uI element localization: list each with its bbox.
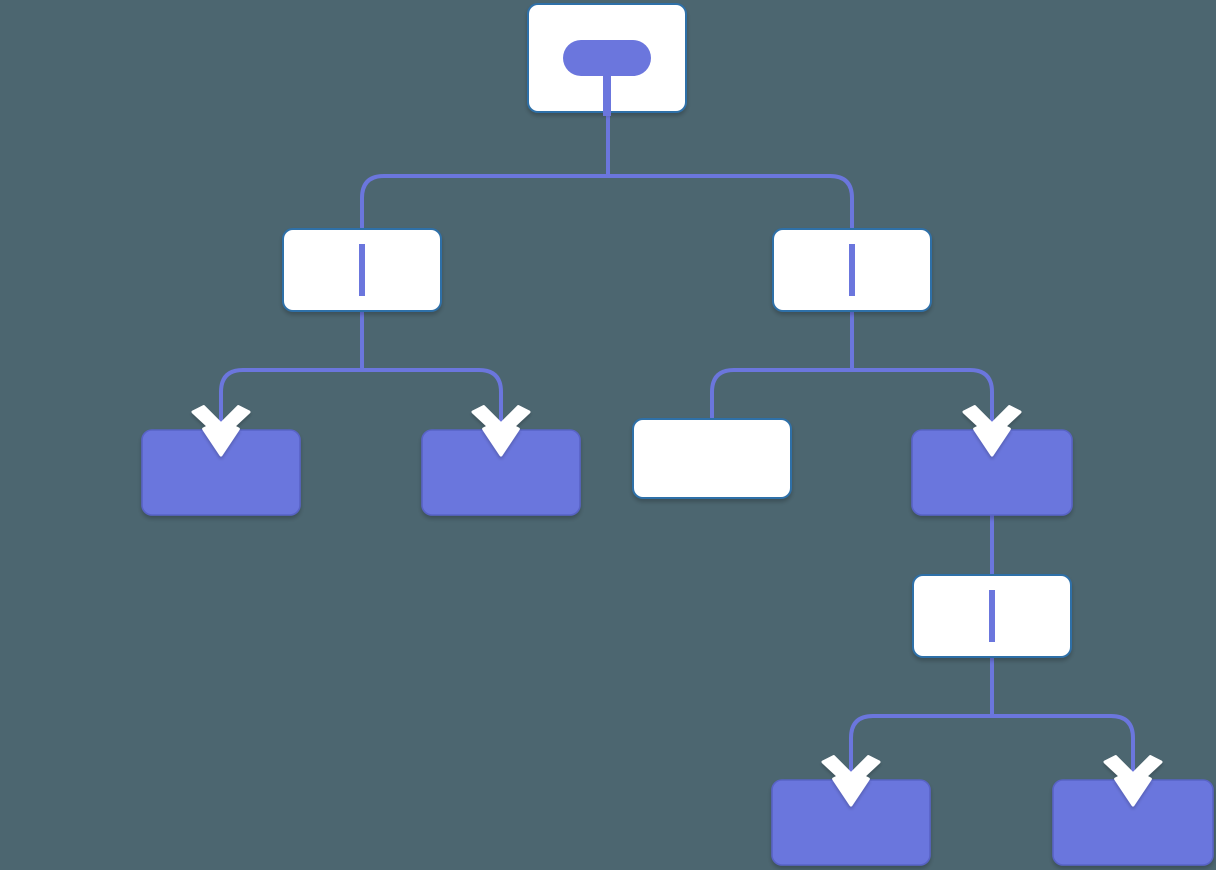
chevron-lower	[832, 772, 870, 807]
root-pill-shape	[563, 40, 651, 76]
chevron-lower	[202, 422, 240, 457]
chevron-lower	[482, 422, 520, 457]
connector-right-to-c	[710, 368, 852, 419]
root-pill-stem	[603, 74, 611, 116]
root-node[interactable]	[527, 3, 687, 116]
branch-node-left[interactable]	[282, 228, 442, 312]
connector-sub-to-e	[849, 714, 992, 786]
connector-left-to-b	[362, 368, 503, 436]
arrow-marker-a	[191, 405, 251, 457]
leaf-node-c[interactable]	[632, 418, 792, 499]
chevron-lower	[1114, 772, 1152, 807]
arrow-layer	[191, 405, 1163, 807]
connector-right-to-d	[852, 368, 994, 436]
node-layer	[141, 3, 1214, 866]
connector-layer	[219, 112, 1135, 786]
connector-root-to-right	[608, 174, 854, 229]
branch-node-sub[interactable]	[912, 574, 1072, 658]
branch-node-right-inner-line	[849, 244, 855, 296]
arrow-marker-f	[1103, 755, 1163, 807]
connector-sub-to-f	[992, 714, 1135, 786]
branch-node-left-inner-line	[359, 244, 365, 296]
arrow-marker-e	[821, 755, 881, 807]
branch-node-right[interactable]	[772, 228, 932, 312]
connector-root-to-left	[360, 174, 608, 229]
leaf-node-c-body	[632, 418, 792, 499]
connector-left-to-a	[219, 368, 362, 436]
arrow-marker-b	[471, 405, 531, 457]
chevron-lower	[973, 422, 1011, 457]
branch-node-sub-inner-line	[989, 590, 995, 642]
arrow-marker-d	[962, 405, 1022, 457]
